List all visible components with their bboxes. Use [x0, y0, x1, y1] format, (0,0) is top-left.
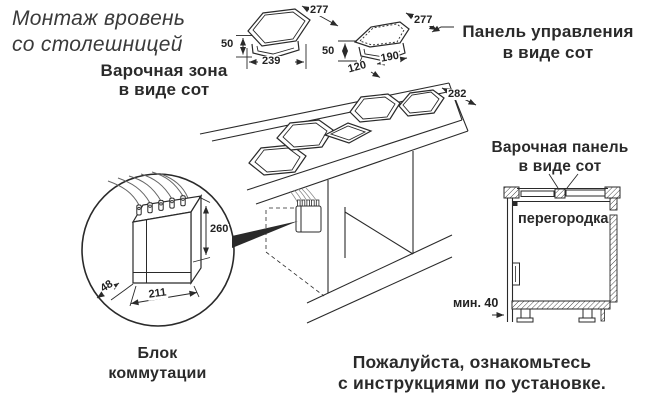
cooking-zone-label: Варочная зона в виде сот — [100, 61, 228, 99]
cabinet-cross-section — [492, 173, 621, 323]
dim-zone-diagonal: 277 — [309, 4, 330, 16]
control-panel-pointer-arrow — [431, 25, 454, 33]
hex-cutout-1 — [248, 144, 307, 176]
partition-label: перегородка — [518, 211, 609, 227]
floor-line-back — [306, 256, 453, 324]
zone-burner-drawing — [236, 5, 339, 69]
connection-block-small-drawing — [265, 187, 325, 297]
side-wall-upper — [609, 197, 618, 211]
honeycomb-cutouts — [248, 89, 445, 176]
hob-panel-label: Варочная панель в виде сот — [491, 139, 629, 175]
worktop-section-center — [554, 188, 566, 199]
worktop-perspective-drawing — [199, 82, 477, 324]
zone-dimension-lines — [236, 5, 339, 69]
worktop-section-left — [503, 186, 520, 199]
hob-panel-left-section — [520, 190, 555, 197]
magnifier-circle — [81, 171, 235, 327]
dim-block-height: 260 — [209, 223, 230, 235]
terminal-pins — [136, 195, 186, 216]
dim-panel-diagonal: 277 — [413, 14, 434, 26]
cabinet-bottom-panel — [511, 300, 611, 310]
detail-block-wires — [107, 171, 189, 206]
dim-panel-height: 50 — [321, 45, 336, 57]
dim-zone-width: 239 — [261, 55, 282, 67]
dim-worktop-depth: 282 — [447, 88, 468, 100]
page-title: Монтаж вровень со столешницей — [12, 7, 186, 56]
installation-note: Пожалуйста, ознакомьтесь с инструкциями … — [338, 352, 606, 393]
mounting-position-dashed-lines — [265, 207, 325, 297]
base-cabinet-perspective — [306, 151, 453, 324]
connection-block-detail-drawing — [96, 171, 211, 307]
hob-panel-right-section — [565, 189, 606, 197]
door-handle — [512, 262, 520, 286]
hob-pointer-line-left — [548, 173, 559, 189]
dim-zone-height: 50 — [220, 38, 235, 50]
floor-line-front — [306, 234, 453, 304]
dim-min-gap: мин. 40 — [452, 296, 500, 310]
block-side-face — [190, 193, 202, 285]
block-front-face — [132, 211, 192, 284]
corner-mark — [513, 201, 518, 206]
square-cutout — [323, 122, 373, 144]
control-panel-label: Панель управления в виде сот — [462, 22, 634, 62]
callout-wedge — [232, 221, 298, 248]
worktop-front-thickness-edge — [255, 130, 469, 205]
cabinet-feet — [516, 308, 605, 323]
worktop-front-edge — [246, 119, 463, 191]
connection-block-label: Блок коммутации — [108, 345, 207, 382]
worktop-back-edge — [199, 82, 450, 135]
side-wall-lower — [609, 214, 618, 303]
hob-pointer-line-right — [566, 173, 579, 189]
